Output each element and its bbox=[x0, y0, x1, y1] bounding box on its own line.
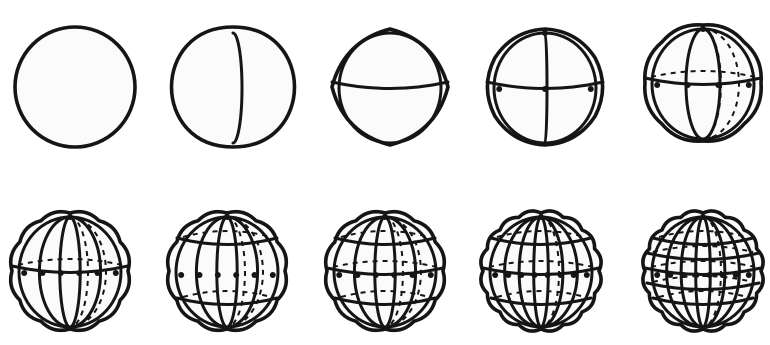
junction-node bbox=[58, 270, 64, 276]
junction-node bbox=[542, 86, 548, 92]
cleavage-stage-8 bbox=[326, 212, 445, 331]
junction-node bbox=[746, 82, 752, 88]
junction-node bbox=[707, 272, 713, 278]
cell-outline bbox=[15, 27, 135, 147]
cleavage-stage-9 bbox=[481, 211, 601, 331]
pole-node bbox=[700, 26, 706, 32]
cleavage-stage-3 bbox=[332, 29, 448, 145]
junction-node bbox=[588, 86, 594, 92]
cleavage-stage-1 bbox=[15, 27, 135, 147]
junction-node bbox=[95, 270, 101, 276]
cleavage-stage-6 bbox=[11, 212, 130, 331]
junction-node bbox=[654, 82, 660, 88]
junction-node bbox=[215, 272, 221, 278]
junction-node bbox=[746, 272, 752, 278]
junction-node bbox=[694, 272, 700, 278]
junction-node bbox=[715, 82, 721, 88]
junction-node bbox=[40, 270, 46, 276]
junction-node bbox=[21, 270, 27, 276]
junction-node bbox=[113, 270, 119, 276]
junction-node bbox=[720, 272, 726, 278]
junction-node bbox=[685, 82, 691, 88]
junction-node bbox=[428, 272, 434, 278]
junction-node bbox=[496, 86, 502, 92]
cleavage-stage-2 bbox=[172, 27, 295, 147]
junction-node bbox=[571, 272, 577, 278]
junction-node bbox=[355, 272, 361, 278]
junction-node bbox=[233, 272, 239, 278]
cell-outline bbox=[168, 212, 287, 331]
junction-node bbox=[558, 272, 564, 278]
pole-node bbox=[538, 214, 544, 220]
junction-node bbox=[667, 272, 673, 278]
junction-node bbox=[492, 272, 498, 278]
pole-node bbox=[382, 214, 388, 220]
junction-node bbox=[373, 272, 379, 278]
junction-node bbox=[733, 272, 739, 278]
junction-node bbox=[410, 272, 416, 278]
junction-node bbox=[545, 272, 551, 278]
pole-node bbox=[224, 214, 230, 220]
pole-node bbox=[542, 30, 548, 36]
cleavage-stage-7 bbox=[168, 212, 287, 331]
cell-outline bbox=[172, 27, 295, 147]
cleavage-stage-10 bbox=[643, 211, 763, 331]
pole-node bbox=[700, 214, 706, 220]
junction-node bbox=[178, 272, 184, 278]
cleavage-stage-4 bbox=[487, 29, 603, 145]
junction-node bbox=[76, 270, 82, 276]
junction-node bbox=[505, 272, 511, 278]
junction-node bbox=[518, 272, 524, 278]
junction-node bbox=[532, 272, 538, 278]
junction-node bbox=[252, 272, 258, 278]
pole-node bbox=[67, 214, 73, 220]
junction-node bbox=[336, 272, 342, 278]
junction-node bbox=[654, 272, 660, 278]
junction-node bbox=[584, 272, 590, 278]
junction-node bbox=[197, 272, 203, 278]
junction-node bbox=[391, 272, 397, 278]
cleavage-stage-5 bbox=[645, 25, 761, 141]
junction-node bbox=[270, 272, 276, 278]
junction-node bbox=[680, 272, 686, 278]
